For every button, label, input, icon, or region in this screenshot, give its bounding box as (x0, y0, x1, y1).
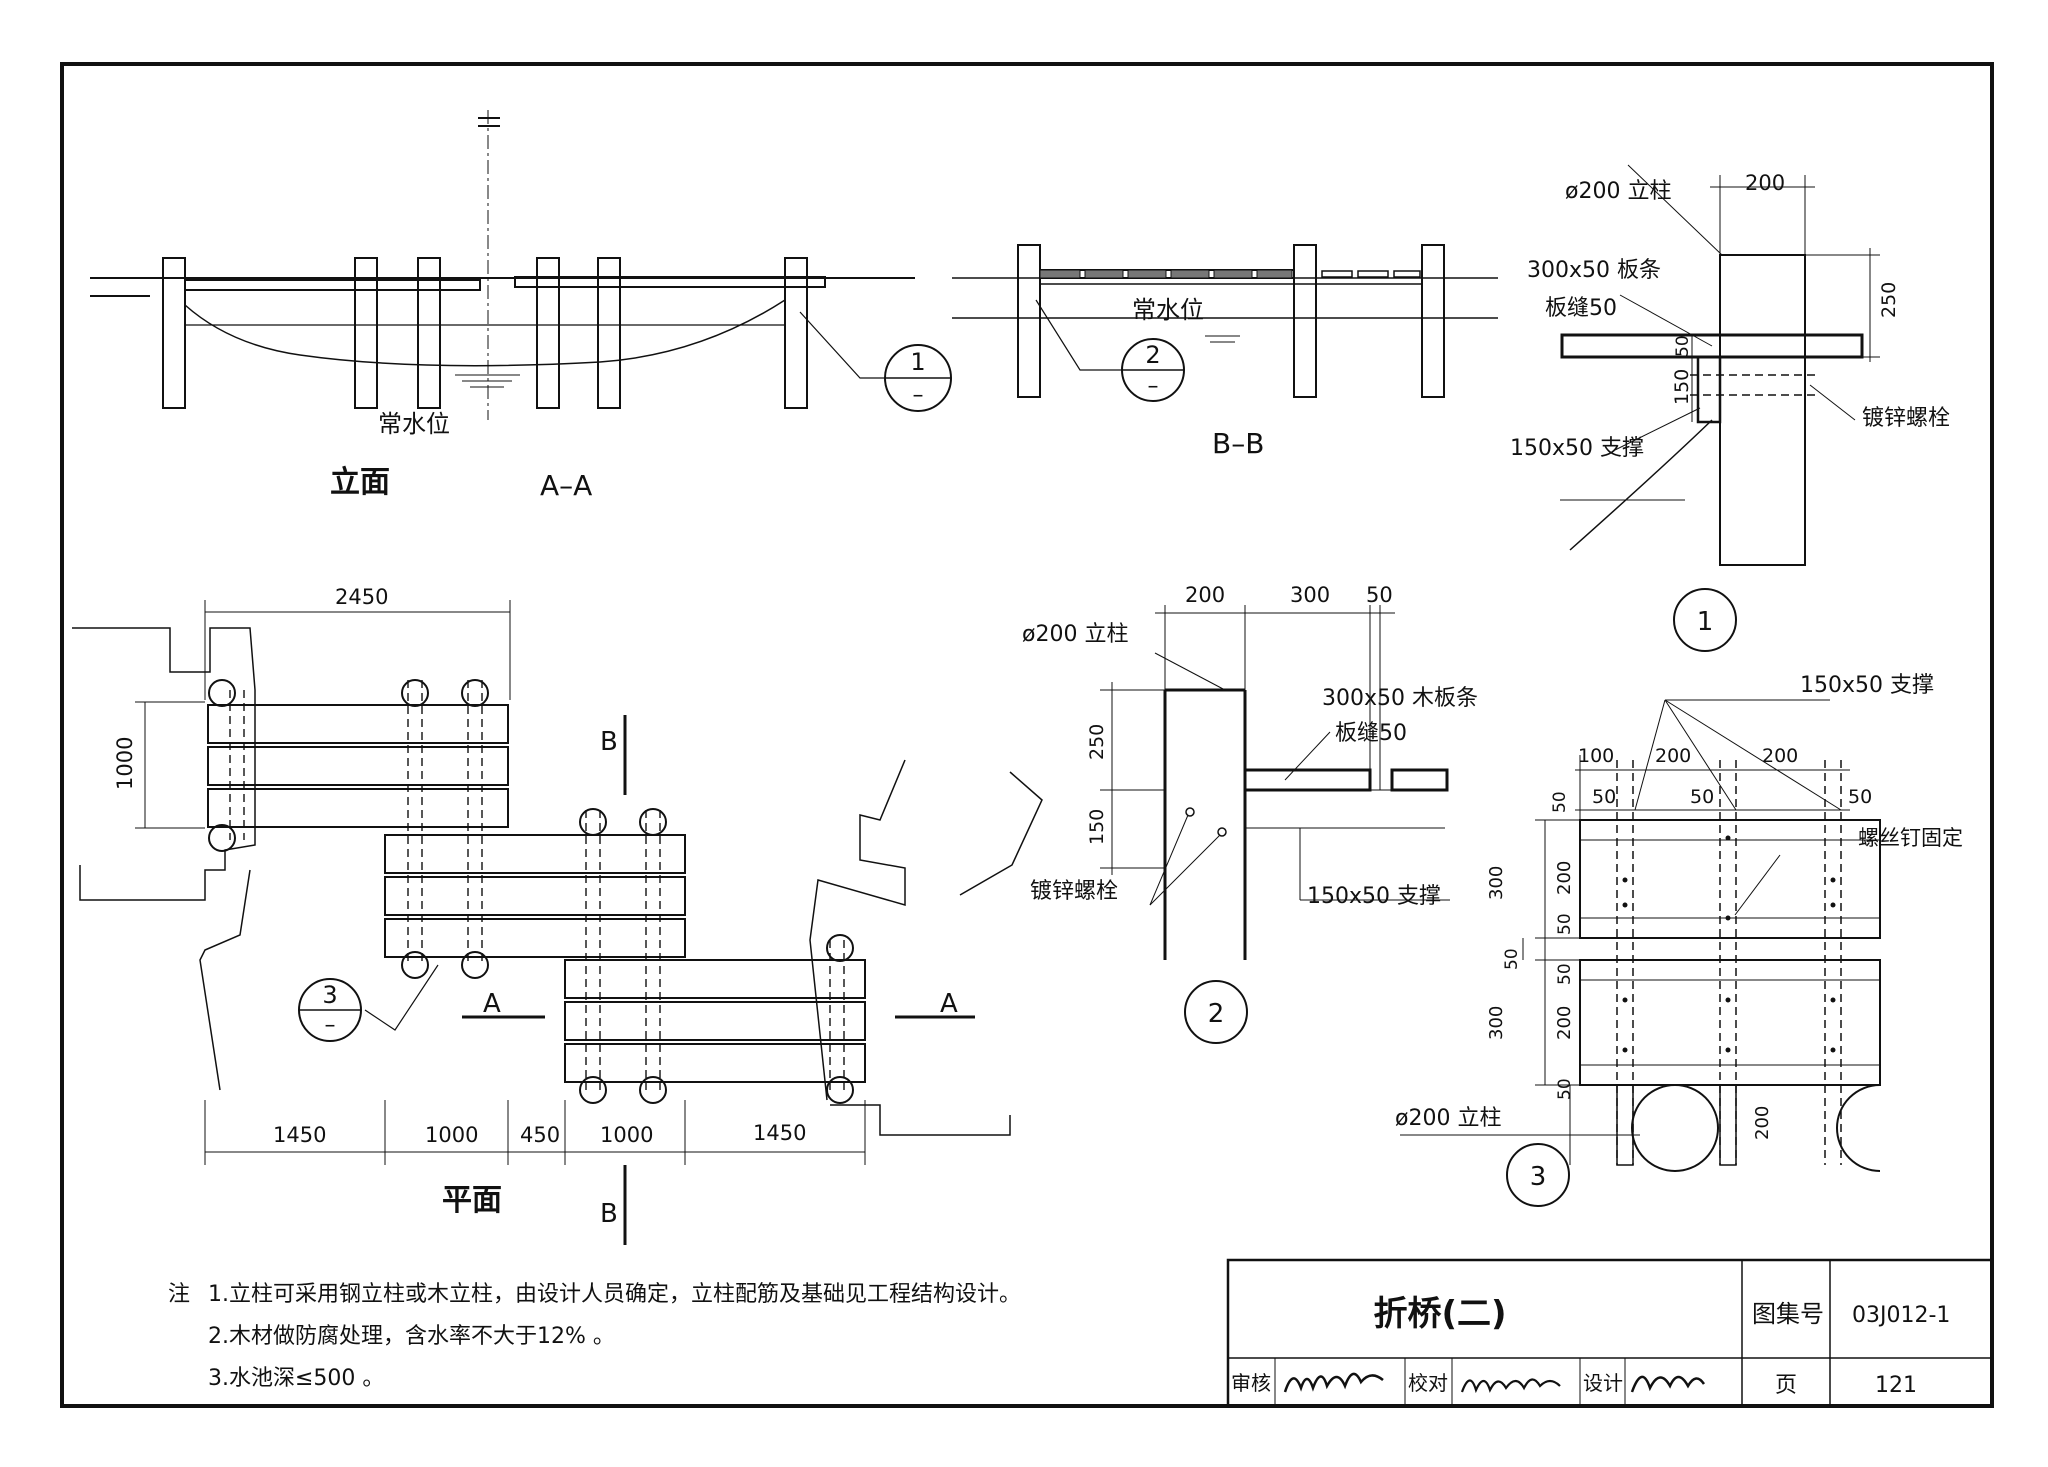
design-label: 设计 (1583, 1371, 1623, 1395)
callout-2-sub: – (1148, 374, 1159, 399)
detail-3-v-300a: 300 (1486, 866, 1507, 900)
section-bb-water-level: 常水位 (1132, 296, 1204, 324)
note-2: 2.木材做防腐处理，含水率不大于12% 。 (208, 1324, 615, 1349)
callout-1-sub: – (913, 383, 924, 408)
detail-3-v-50b: 50 (1555, 913, 1575, 935)
section-bb-title: B–B (1212, 427, 1264, 460)
title-block (1226, 1258, 1994, 1408)
callout-2-number: 2 (1145, 341, 1160, 369)
detail-1-bolt-label: 镀锌螺栓 (1862, 406, 1950, 431)
signature-designer (1630, 1375, 1706, 1393)
note-1: 1.立柱可采用钢立柱或木立柱，由设计人员确定，立柱配筋及基础见工程结构设计。 (208, 1282, 1021, 1307)
detail-3-top-50a: 50 (1592, 786, 1616, 808)
detail-1-dim-150: 150 (1671, 369, 1693, 405)
detail-2-post-label: ø200 立柱 (1022, 622, 1128, 647)
plan-cut-a-left: A (483, 989, 501, 1019)
detail-2-gap-label: 板缝50 (1335, 721, 1407, 746)
atlas-number: 03J012-1 (1852, 1303, 1950, 1328)
callout-3-sub: – (325, 1013, 336, 1038)
detail-2-dim-250: 250 (1086, 724, 1108, 760)
plan-dim-1450-right: 1450 (753, 1121, 806, 1145)
signature-reviewer (1283, 1372, 1384, 1393)
detail-3-number: 3 (1530, 1162, 1547, 1192)
page-label: 页 (1775, 1373, 1797, 1398)
detail-1-dim-250: 250 (1878, 282, 1900, 318)
callout-1-number: 1 (910, 348, 925, 376)
detail-3-top-200a: 200 (1655, 745, 1691, 767)
plan-cut-b-top: B (600, 727, 618, 757)
detail-1-dim-50: 50 (1673, 335, 1693, 357)
detail-1-plank-label: 300x50 板条 (1527, 258, 1661, 283)
detail-2-brace-label: 150x50 支撑 (1307, 884, 1441, 909)
sheet-border (60, 62, 1994, 1408)
detail-3-drawing (1400, 699, 1881, 1207)
plan-dim-1000-vertical: 1000 (113, 737, 137, 790)
detail-3-screw-label: 螺丝钉固定 (1858, 826, 1963, 850)
elevation-view (90, 110, 915, 420)
plan-view (72, 600, 1043, 1245)
detail-3-v-50mid: 50 (1502, 948, 1522, 970)
detail-2-number: 2 (1208, 999, 1225, 1029)
detail-3-v-50d: 50 (1555, 1078, 1575, 1100)
plan-dim-1000-a: 1000 (425, 1123, 478, 1147)
detail-2-plank-label: 300x50 木板条 (1322, 686, 1478, 711)
detail-1-gap-label: 板缝50 (1545, 296, 1617, 321)
detail-3-top-50b: 50 (1690, 786, 1714, 808)
section-bb-view (952, 244, 1498, 398)
detail-2-dim-150: 150 (1086, 809, 1108, 845)
check-label: 校对 (1408, 1371, 1448, 1395)
detail-2-bolt-label: 镀锌螺栓 (1030, 879, 1118, 904)
detail-3-post-label: ø200 立柱 (1395, 1106, 1501, 1131)
detail-1-dim-width: 200 (1745, 171, 1785, 195)
plan-cut-a-right: A (940, 989, 958, 1019)
detail-2-dim-300: 300 (1290, 583, 1330, 607)
callout-3-number: 3 (322, 981, 337, 1009)
detail-3-brace-label: 150x50 支撑 (1800, 673, 1934, 698)
callout-1: 1 – (884, 344, 952, 412)
detail-3-v-200a: 200 (1554, 861, 1575, 895)
drawing-title: 折桥(二) (1373, 1294, 1506, 1334)
detail-1-drawing (1560, 164, 1880, 652)
page-number: 121 (1875, 1373, 1917, 1398)
plan-dim-450: 450 (520, 1123, 560, 1147)
plan-dim-1000-b: 1000 (600, 1123, 653, 1147)
detail-3-v-50a: 50 (1550, 791, 1570, 813)
detail-3-v-200b: 200 (1554, 1006, 1575, 1040)
elevation-water-level: 常水位 (378, 410, 450, 438)
notes-prefix: 注 (168, 1282, 191, 1307)
detail-3-top-50c: 50 (1848, 786, 1872, 808)
review-label: 审核 (1231, 1371, 1271, 1395)
detail-1-post-label: ø200 立柱 (1565, 179, 1671, 204)
detail-2-dim-50: 50 (1366, 583, 1393, 607)
detail-3-v-200-post: 200 (1752, 1106, 1773, 1140)
plan-title: 平面 (442, 1183, 502, 1218)
detail-2-dim-200: 200 (1185, 583, 1225, 607)
signature-checker (1460, 1378, 1561, 1394)
detail-3-v-50c: 50 (1555, 963, 1575, 985)
atlas-label: 图集号 (1752, 1300, 1824, 1328)
detail-3-top-100: 100 (1578, 745, 1614, 767)
detail-2-drawing (1100, 605, 1450, 1044)
detail-3-top-200b: 200 (1762, 745, 1798, 767)
note-3: 3.水池深≤500 。 (208, 1366, 385, 1391)
detail-1-number: 1 (1697, 607, 1714, 637)
plan-dim-1450-left: 1450 (273, 1123, 326, 1147)
detail-1-brace-label: 150x50 支撑 (1510, 436, 1644, 461)
plan-dim-2450: 2450 (335, 585, 388, 609)
section-aa-title: A–A (540, 469, 592, 502)
callout-2: 2 – (1121, 338, 1185, 402)
elevation-title: 立面 (330, 465, 390, 500)
detail-3-v-300b: 300 (1486, 1006, 1507, 1040)
plan-cut-b-bottom: B (600, 1199, 618, 1229)
